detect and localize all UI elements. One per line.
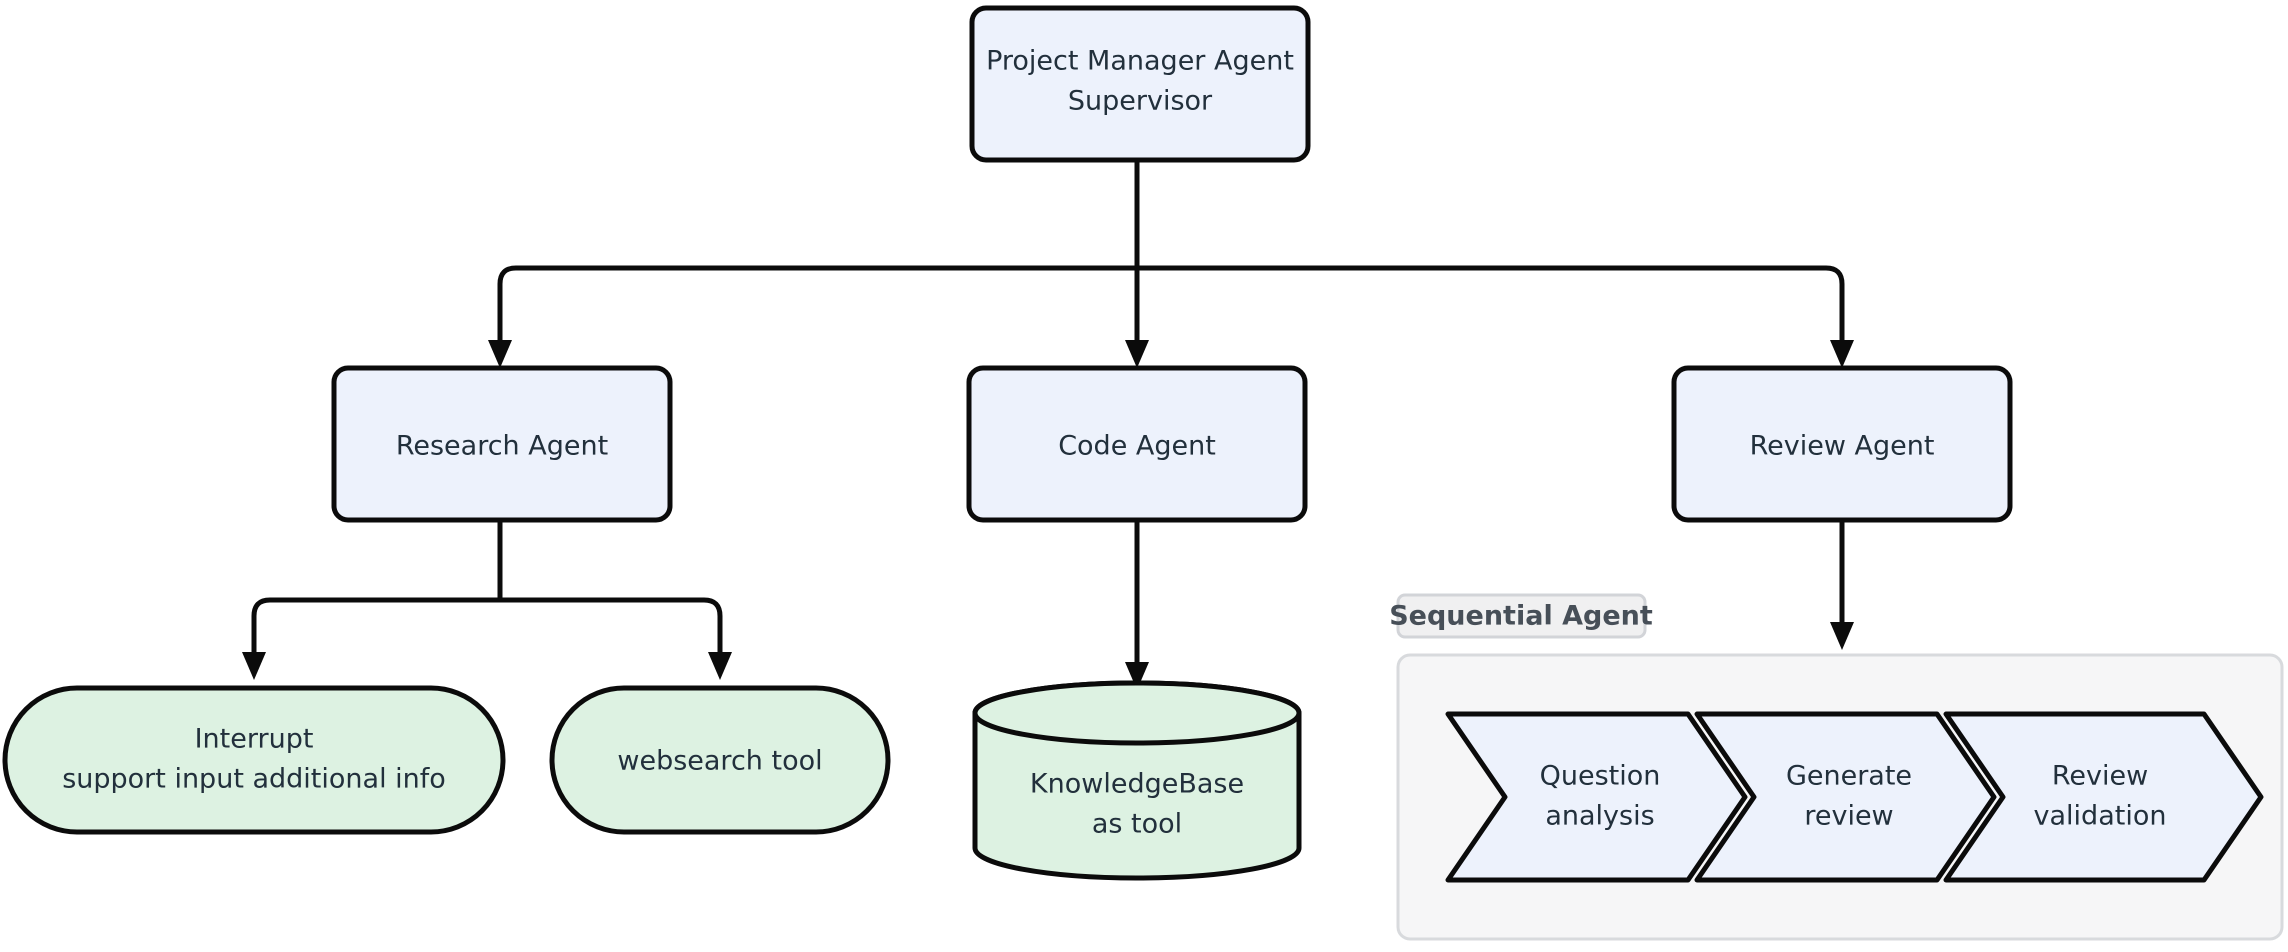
subgraph-title-label: Sequential Agent	[1389, 601, 1653, 632]
node-websearch-tool-shape[interactable]	[549, 685, 891, 835]
node-review-validation[interactable]: Review validation	[1943, 711, 2264, 883]
node-supervisor-shape[interactable]	[969, 5, 1311, 163]
arrow-head-knowledgebase	[1125, 662, 1149, 690]
edge-group	[242, 160, 1854, 690]
node-code-agent[interactable]: Code Agent	[966, 365, 1308, 523]
node-review-validation-shape[interactable]	[1943, 711, 2264, 883]
node-interrupt-shape[interactable]	[2, 685, 506, 835]
node-websearch-tool-label: websearch tool	[617, 746, 822, 777]
arrow-head-sequential	[1830, 622, 1854, 650]
subgraph-title-background	[1396, 593, 1647, 639]
node-supervisor-label-line1: Project Manager Agent	[986, 46, 1294, 77]
node-interrupt-label-line2: support input additional info	[62, 764, 446, 795]
node-research-agent-shape[interactable]	[331, 365, 673, 523]
node-websearch-tool[interactable]: websearch tool	[549, 685, 891, 835]
node-generate-review-label-line1: Generate	[1786, 761, 1912, 792]
node-review-validation-label-line2: validation	[2034, 801, 2167, 832]
node-knowledgebase-label-line1: KnowledgeBase	[1030, 769, 1244, 800]
edge-research-to-websearch	[500, 597, 723, 662]
arrow-head-interrupt	[242, 652, 266, 680]
node-question-analysis[interactable]: Question analysis	[1445, 711, 1748, 883]
node-generate-review-shape[interactable]	[1694, 711, 1997, 883]
node-generate-review[interactable]: Generate review	[1694, 711, 1997, 883]
edge-supervisor-to-review	[1137, 265, 1845, 350]
edge-supervisor-to-research	[497, 265, 1137, 350]
edge-research-to-interrupt	[251, 597, 500, 662]
node-review-agent[interactable]: Review Agent	[1671, 365, 2013, 523]
arrow-head-websearch	[708, 652, 732, 680]
arrow-head-research	[488, 340, 512, 368]
node-knowledgebase-label-line2: as tool	[1092, 809, 1182, 840]
node-review-agent-shape[interactable]	[1671, 365, 2013, 523]
node-generate-review-label-line2: review	[1804, 801, 1893, 832]
node-interrupt[interactable]: Interrupt support input additional info	[2, 685, 506, 835]
node-question-analysis-label-line1: Question	[1540, 761, 1661, 792]
arrow-head-review	[1830, 340, 1854, 368]
node-interrupt-label-line1: Interrupt	[195, 724, 314, 755]
node-knowledgebase[interactable]: KnowledgeBase as tool	[972, 680, 1302, 881]
arrow-head-code	[1125, 340, 1149, 368]
node-review-agent-label: Review Agent	[1750, 431, 1935, 462]
node-code-agent-label: Code Agent	[1058, 431, 1216, 462]
node-supervisor[interactable]: Project Manager Agent Supervisor	[969, 5, 1311, 163]
node-research-agent-label: Research Agent	[396, 431, 608, 462]
node-knowledgebase-top-ellipse	[972, 680, 1302, 746]
node-review-validation-label-line1: Review	[2052, 761, 2148, 792]
node-code-agent-shape[interactable]	[966, 365, 1308, 523]
node-research-agent[interactable]: Research Agent	[331, 365, 673, 523]
node-question-analysis-label-line2: analysis	[1545, 801, 1654, 832]
node-supervisor-label-line2: Supervisor	[1068, 86, 1213, 117]
node-question-analysis-shape[interactable]	[1445, 711, 1748, 883]
